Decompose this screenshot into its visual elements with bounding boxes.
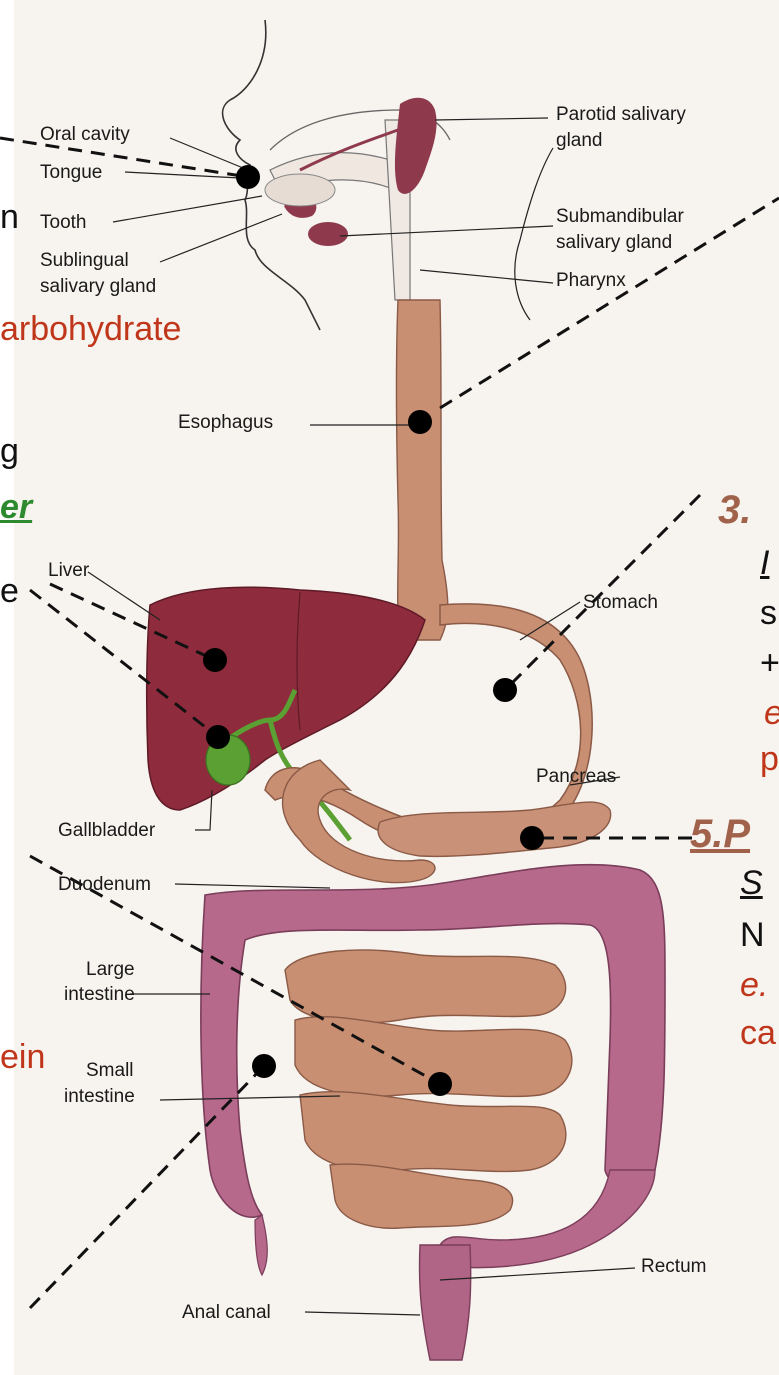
dot-liver [203, 648, 227, 672]
pancreas-line-1: S [740, 864, 763, 903]
label-tongue: Tongue [40, 162, 102, 183]
dot-oral-cavity [236, 165, 260, 189]
label-large-intestine-1: Large [86, 959, 135, 980]
left-fragment-g: g [0, 432, 19, 471]
left-fragment-liver: er [0, 488, 32, 527]
label-tooth: Tooth [40, 212, 86, 233]
left-fragment-e: e [0, 572, 19, 611]
stomach-line-4: e [764, 694, 779, 733]
left-fragment-carbohydrate: arbohydrate [0, 310, 181, 349]
label-oral-cavity: Oral cavity [40, 124, 130, 145]
label-liver: Liver [48, 560, 90, 581]
label-submandibular-1: Submandibular [556, 206, 684, 227]
label-esophagus: Esophagus [178, 412, 273, 433]
stomach-heading: 3. [718, 488, 751, 533]
label-small-intestine-2: intestine [64, 1086, 135, 1107]
left-fragment-protein: ein [0, 1038, 45, 1077]
label-sublingual-2: salivary gland [40, 276, 156, 297]
submandibular-gland [308, 222, 348, 246]
label-gallbladder: Gallbladder [58, 820, 156, 841]
dot-large-intestine [252, 1054, 276, 1078]
label-submandibular-2: salivary gland [556, 232, 672, 253]
label-parotid-2: gland [556, 130, 603, 151]
dot-pancreas [520, 826, 544, 850]
pancreas-heading: 5.P [690, 812, 750, 857]
pancreas-line-4: ca [740, 1014, 776, 1053]
stomach-line-2: s [760, 594, 777, 633]
label-sublingual-1: Sublingual [40, 250, 129, 271]
label-pancreas: Pancreas [536, 766, 616, 787]
left-fragment-n: n [0, 198, 19, 237]
dot-stomach [493, 678, 517, 702]
pancreas-line-3: e. [740, 966, 768, 1005]
tongue-shape [265, 174, 335, 206]
dot-esophagus [408, 410, 432, 434]
stomach-line-3: + [760, 644, 779, 683]
label-pharynx: Pharynx [556, 270, 626, 291]
label-parotid-1: Parotid salivary [556, 104, 686, 125]
dot-gallbladder [206, 725, 230, 749]
label-large-intestine-2: intestine [64, 984, 135, 1005]
label-rectum: Rectum [641, 1256, 706, 1277]
pancreas-line-2: N [740, 916, 765, 955]
esophagus-tube [397, 300, 448, 640]
label-small-intestine-1: Small [86, 1060, 134, 1081]
stomach-line-5: p [760, 740, 779, 779]
dot-small-intestine [428, 1072, 452, 1096]
label-stomach: Stomach [583, 592, 658, 613]
stomach-line-1: I [760, 544, 769, 583]
label-duodenum: Duodenum [58, 874, 151, 895]
rectum-shape [419, 1245, 470, 1360]
label-anal-canal: Anal canal [182, 1302, 271, 1323]
